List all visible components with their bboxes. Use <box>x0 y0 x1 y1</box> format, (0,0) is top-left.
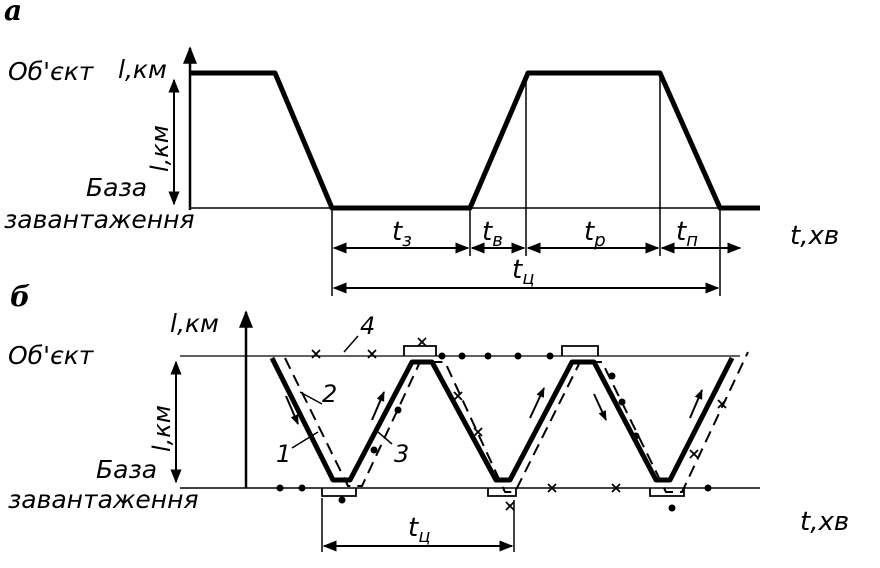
panel-b-notch <box>403 345 437 356</box>
panel-a: а l,км l,км Об'єкт База завантаження t,х… <box>4 0 839 296</box>
route-dot <box>632 432 640 440</box>
route-dot <box>668 504 676 512</box>
panel-a-object-label: Об'єкт <box>8 57 95 86</box>
route-cross <box>717 399 727 409</box>
route-cross <box>417 337 427 347</box>
panel-a-y-axis-label: l,км <box>118 55 167 84</box>
route-dot <box>514 352 522 360</box>
route-cross <box>311 349 321 359</box>
panel-b-curve-label-2: 2 <box>322 380 337 408</box>
panel-b-curve-label-1: 1 <box>276 440 291 468</box>
panel-b-leader-2 <box>299 391 323 405</box>
route-dot <box>438 352 446 360</box>
route-dot <box>298 484 306 492</box>
panel-a-t-unload: tр <box>584 217 606 251</box>
route-dot <box>608 372 616 380</box>
route-cross <box>547 483 557 493</box>
route-cross <box>453 391 463 401</box>
route-dot <box>484 352 492 360</box>
panel-a-t-cycle: tц <box>512 255 534 289</box>
panel-a-base-label: База <box>86 173 147 202</box>
panel-a-base-label-2: завантаження <box>4 205 195 234</box>
panel-b-route-4-crosses <box>311 337 727 511</box>
panel-b-x-axis-label: t,хв <box>800 507 849 537</box>
route-cross <box>367 349 377 359</box>
panel-b-curve-label-3: 3 <box>394 440 409 468</box>
panel-b-leader-4 <box>343 335 359 353</box>
route-dot <box>370 446 378 454</box>
route-dot <box>458 352 466 360</box>
panel-b-leader-1 <box>291 431 319 449</box>
panel-b-y-axis-label: l,км <box>170 309 219 338</box>
panel-b-notch <box>321 488 357 497</box>
panel-a-letter: а <box>4 0 22 27</box>
panel-a-t-empty: tп <box>676 217 698 251</box>
panel-b-leader-3 <box>377 431 393 445</box>
panel-b-t-cycle: tц <box>408 513 430 547</box>
route-dot <box>618 398 626 406</box>
panel-b: б l,км l,км Об'єкт База завантаження t,х… <box>8 280 849 552</box>
panel-b-notch <box>487 488 517 497</box>
route-cross <box>689 449 699 459</box>
panel-b-direction-arrow <box>285 395 299 425</box>
panel-b-direction-arrow <box>529 387 545 419</box>
route-dot <box>276 484 284 492</box>
panel-a-trip-profile <box>190 70 760 211</box>
route-cross <box>473 427 483 437</box>
panel-b-letter: б <box>10 280 30 313</box>
panel-a-distance-label: l,км <box>146 125 174 172</box>
panel-b-object-label: Об'єкт <box>8 341 95 370</box>
panel-b-route-2 <box>284 351 749 493</box>
route-cross <box>505 501 515 511</box>
panel-b-direction-arrow <box>371 391 385 421</box>
panel-b-route-3-dots <box>276 352 712 512</box>
route-dot <box>546 352 554 360</box>
panel-b-distance-label: l,км <box>148 405 176 452</box>
panel-b-notch <box>561 345 599 356</box>
panel-b-notch <box>649 488 685 497</box>
panel-b-route-1 <box>269 356 735 483</box>
route-dot <box>704 484 712 492</box>
route-dot <box>394 406 402 414</box>
panel-b-direction-arrow <box>689 389 703 419</box>
panel-b-curve-label-4: 4 <box>360 312 375 340</box>
panel-b-base-label: База <box>96 455 157 484</box>
panel-a-t-loaded: tв <box>482 217 503 251</box>
route-dot <box>338 496 346 504</box>
panel-a-t-load: tз <box>392 217 412 251</box>
panel-b-base-label-2: завантаження <box>8 485 199 514</box>
panel-b-direction-arrow <box>593 393 607 421</box>
panel-a-x-axis-label: t,хв <box>790 221 839 251</box>
route-cross <box>611 483 621 493</box>
